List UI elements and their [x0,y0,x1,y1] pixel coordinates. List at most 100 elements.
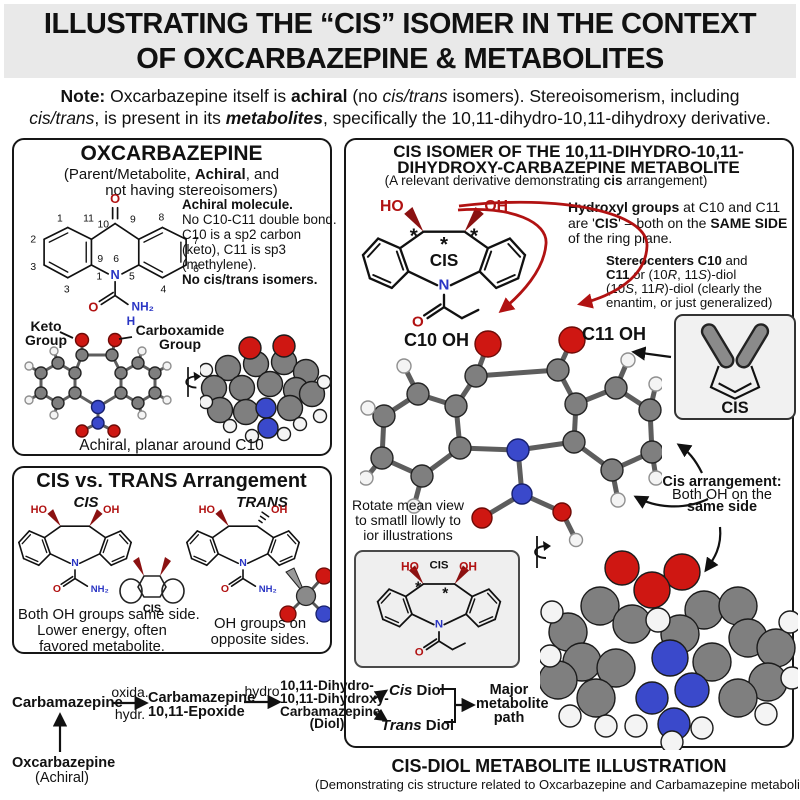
ho-label: HO [31,504,48,516]
header-banner [4,4,796,78]
oxcarbazepine-subtitle-1: (Parent/Metabolite, Achiral, and [63,166,280,183]
ring-locant: 3 [30,262,36,273]
n-label: N [71,558,79,569]
wedge-bond [408,565,424,585]
rotation-icon [185,367,202,397]
oxcarbazepine-subtitle-2: not having stereoisomers) [105,182,278,199]
nh2-label: NH₂ [259,584,277,595]
flow-trans-diol: Trans Diol [381,717,455,734]
ring-locant: 1 [96,272,102,283]
stereocenter-asterisk: * [442,586,449,603]
ring-locant: 9 [130,215,136,226]
cis-wedge-inset-box: CIS [674,314,796,420]
trans-label: TRANS [236,494,288,511]
oh-label: OH [103,504,120,516]
flow-carbamazepine: Carbamazepine [12,694,123,711]
cis-mini-sketch: CIS [119,557,185,615]
desc-line: (keto), C11 is sp3 [182,241,286,257]
n-label: N [110,267,119,282]
oxcarbazepine-caption: Achiral, planar around C10 [79,437,264,454]
o-label: O [412,313,424,330]
ring-locant: 11 [83,214,94,225]
oh-label: OH [271,504,288,516]
oxcarbazepine-title: OXCARBAZEPINE [80,142,263,165]
cis-label: CIS [73,494,99,511]
ring-locant: 3 [64,285,70,296]
carboxamide-group-label: Carboxamide Group [135,322,225,352]
keto-o-label: O [110,191,120,206]
cis-isomer-title-1: CIS ISOMER OF THE 10,11-DIHYDRO-10,11- [393,142,744,161]
flow-major-path: Major metabolite path [476,682,549,726]
ring-locant: 2 [30,234,36,245]
desc-line: Achiral molecule. [182,197,293,212]
ring-locant: 7 [193,236,199,247]
cis-arrangement-note: Cis arrangement: Both OH on the same sid… [662,474,782,516]
stereocenter-asterisk: * [470,225,478,248]
stereocenter-asterisk: * [410,225,418,248]
oh-label: OH [484,198,508,215]
cis-vs-trans-title: CIS vs. TRANS Arrangement [36,470,307,492]
cis-wedge [160,557,171,576]
cis-top-label: CIS [429,559,448,571]
ring-locant: 6 [113,254,119,265]
cis-ring-label: CIS [430,250,459,270]
cis-diol-inset-box: HO OH N O CIS * * [354,550,520,668]
o-label: O [53,584,61,595]
flow-cis-diol: Cis Diol [389,682,445,699]
flow-oxidation-label: oxida. [111,684,149,700]
cis-wedge [133,557,144,576]
wedge-bond [89,509,103,527]
desc-line: C10 is a sp2 carbon [182,226,302,242]
flow-oxcarbazepine-node: Oxcarbazepine (Achiral) [12,755,116,786]
ho-label: HO [401,560,419,574]
cis-caption: Both OH groups same side. Lower energy, … [18,607,200,655]
oxcarbazepine-description: Achiral molecule. No C10-C11 double bond… [182,197,337,287]
amide-o-label: O [88,299,98,314]
n-label: N [435,619,443,631]
main-title-line1: ILLUSTRATING THE “CIS” ISOMER IN THE CON… [43,8,757,40]
wedge-bond [215,509,229,527]
oh-label: OH [459,560,477,574]
ho-label: HO [199,504,216,516]
o-label: O [415,647,424,659]
flow-dihydroxy-node: 10,11-Dihydro- 10,11-Dihydroxy- Carbamaz… [280,678,389,732]
c11-oh-label: C11 OH [582,324,647,344]
cis-isomer-panel: CIS ISOMER OF THE 10,11-DIHYDRO-10,11- D… [344,138,798,750]
ring-locant: 4 [161,285,167,296]
h-label: H [127,314,136,328]
wedge-bond [47,509,61,527]
n-label: N [439,276,450,293]
nh2-label: NH₂ [132,299,154,313]
footer-title: CIS-DIOL METABOLITE ILLUSTRATION [391,756,727,776]
n-label: N [239,558,247,569]
oxcarbazepine-ballstick-model [24,332,172,438]
cis-isomer-title-2: DIHYDROXY-CARBAZEPINE METABOLITE [397,158,740,177]
note-line2: cis/trans, is present in its metabolites… [29,108,771,128]
ring-locant: 10 [98,219,110,230]
stereocenter-asterisk: * [440,233,448,256]
ring-locant: 1 [57,214,63,225]
trans-mini-model [279,567,330,623]
rotate-note: Rotate mean view to smatll llowly to ior… [351,497,465,544]
wedge-bond [404,206,424,232]
ring-locant: 6 [193,264,199,275]
ring-locant: 9 [97,254,103,265]
ring-locant: 8 [159,213,165,224]
cis-diol-inset-structure: HO OH N O CIS * * [376,559,502,659]
desc-line: No C10-C11 double bond. [182,211,337,227]
mini-cis-label: CIS [143,603,161,615]
stereocenter-asterisk: * [415,579,422,596]
oxcarbazepine-panel: OXCARBAZEPINE (Parent/Metabolite, Achira… [12,138,337,456]
ho-label: HO [380,198,404,215]
cis-isomer-subtitle: (A relevant derivative demonstrating cis… [384,173,708,188]
desc-line: (methylene). [182,256,257,272]
note-line1: Note: Oxcarbazepine itself is achiral (n… [60,86,740,106]
ring-locant: 5 [129,272,135,283]
c10-oh-label: C10 OH [404,330,470,350]
